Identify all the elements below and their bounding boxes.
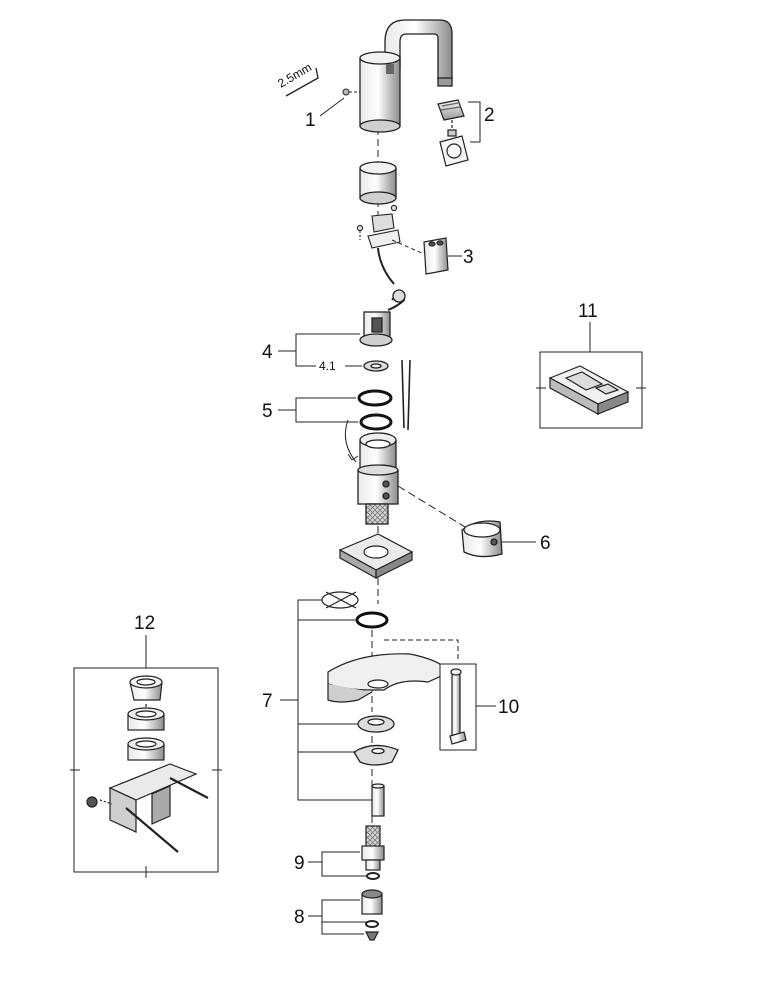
part-key-tool	[449, 668, 467, 745]
callout-4: 4	[262, 342, 273, 363]
part-mounting-body	[344, 359, 411, 525]
part-filter-fitting	[361, 889, 383, 941]
part-horseshoe-washer	[353, 744, 399, 766]
callout-10: 10	[498, 697, 519, 718]
part-washer-4-1	[363, 360, 389, 372]
callout-1: 1	[305, 110, 316, 131]
leader-10a	[384, 639, 459, 662]
part-sensor-bracket	[356, 204, 401, 285]
callout-3: 3	[463, 247, 474, 268]
callout-7: 7	[262, 691, 273, 712]
bracket-8	[321, 899, 366, 935]
bracket-5	[295, 397, 358, 423]
part-sleeve	[359, 161, 397, 205]
callout-2: 2	[484, 105, 495, 126]
part-counter-surface	[327, 653, 451, 703]
part-o-ring-7	[355, 611, 389, 629]
callout-4-1: 4.1	[319, 359, 336, 373]
bracket-9	[321, 851, 366, 877]
part-aerator	[437, 99, 469, 167]
bracket-4	[295, 333, 360, 367]
callout-11: 11	[578, 301, 598, 322]
part-spout-body	[359, 19, 453, 133]
leader-6a	[397, 485, 471, 531]
part-battery-box	[548, 365, 630, 416]
callout-9: 9	[294, 853, 305, 874]
part-mounting-kit	[86, 675, 209, 853]
part-sensor-cap	[423, 237, 449, 275]
part-base-plate	[338, 533, 414, 580]
leader-3a	[391, 239, 425, 255]
callout-8: 8	[294, 907, 305, 928]
callout-12: 12	[134, 613, 155, 634]
part-gasket-crossed	[321, 591, 359, 609]
part-o-rings	[357, 389, 393, 431]
part-washer-7	[357, 715, 395, 733]
part-collar	[461, 520, 503, 558]
hex-key-icon	[285, 67, 319, 97]
grub-screw	[342, 88, 360, 96]
part-threaded-rod	[371, 783, 385, 817]
leader-1	[319, 97, 345, 117]
callout-5: 5	[262, 401, 273, 422]
part-12-box	[73, 667, 219, 873]
bracket-2	[468, 101, 481, 143]
callout-6: 6	[540, 533, 551, 554]
part-solenoid	[359, 289, 406, 347]
hex-key-size-label: 2.5mm	[275, 60, 314, 90]
part-hose-connector	[361, 825, 385, 880]
